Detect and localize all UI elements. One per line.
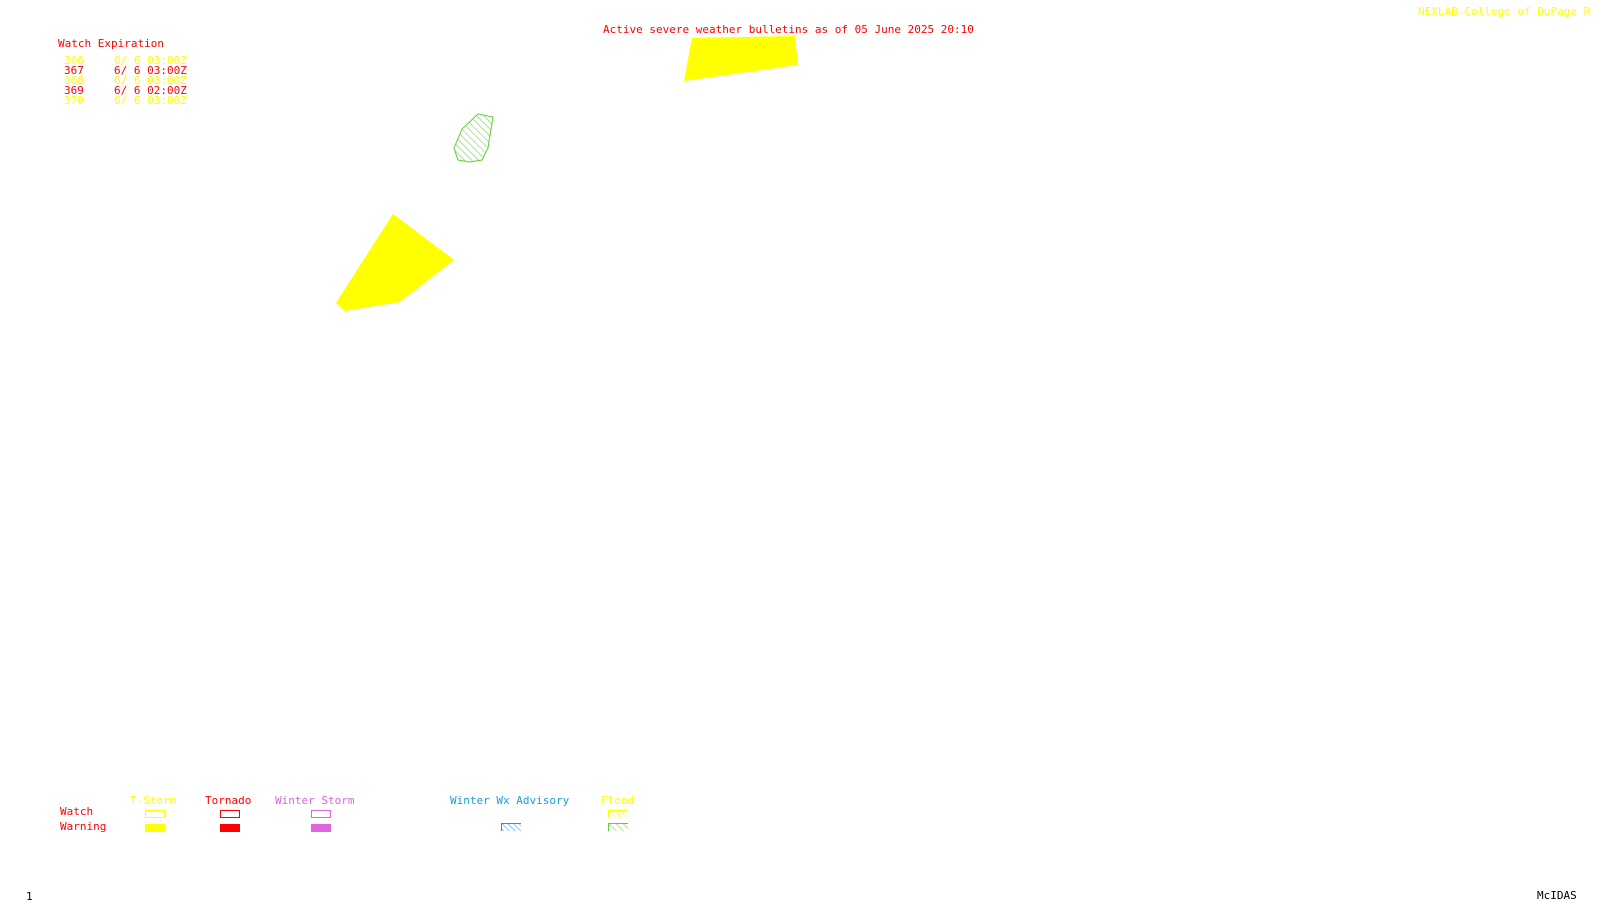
legend-warning-row-label: Warning [60,820,107,833]
legend-watch-row-label: Watch [60,805,94,818]
tstorm-warning-north [684,36,798,81]
legend-flood-watch-swatch [608,810,628,818]
watch-expiration-heading: Watch Expiration [58,37,164,50]
legend-winter-storm-watch-swatch [311,810,331,818]
legend-tstorm-watch-swatch [145,810,165,818]
legend-flood-warning-swatch [608,823,628,831]
watch-id: 369 [64,84,84,97]
watch-expiration-time: 6/ 6 03:00Z [114,54,187,67]
watch-expiration-time: 6/ 6 02:00Z [114,84,187,97]
legend-winter-wx-advisory-label: Winter Wx Advisory [450,794,570,807]
legend-winter-wx-advisory-swatch [501,823,521,831]
watch-expiration-time: 6/ 6 03:00Z [114,94,187,107]
watch-expiration-time: 6/ 6 03:00Z [114,74,187,87]
legend-flood-label: Flood [601,794,635,807]
watch-id: 366 [64,54,84,67]
legend-tstorm-warning-swatch [145,824,165,832]
bulletin-title: Active severe weather bulletins as of 05… [603,23,974,36]
legend-winter-storm-warning-swatch [311,824,331,832]
nexlab-credit: NEXLAB-College of DuPage R [1418,5,1591,18]
legend-tornado-label: Tornado [205,794,252,807]
software-label: McIDAS [1537,889,1577,902]
watch-expiration-time: 6/ 6 03:00Z [114,64,187,77]
frame-number: 1 [26,890,33,903]
tstorm-warning-southwest [336,214,454,311]
legend-tstorm-label: T-Storm [130,794,177,807]
watch-id: 367 [64,64,84,77]
watch-id: 368 [64,74,84,87]
legend-winter-storm-label: Winter Storm [275,794,355,807]
flood-warning-area [453,113,494,163]
legend-tornado-warning-swatch [220,824,240,832]
watch-id: 370 [64,94,84,107]
legend-tornado-watch-swatch [220,810,240,818]
